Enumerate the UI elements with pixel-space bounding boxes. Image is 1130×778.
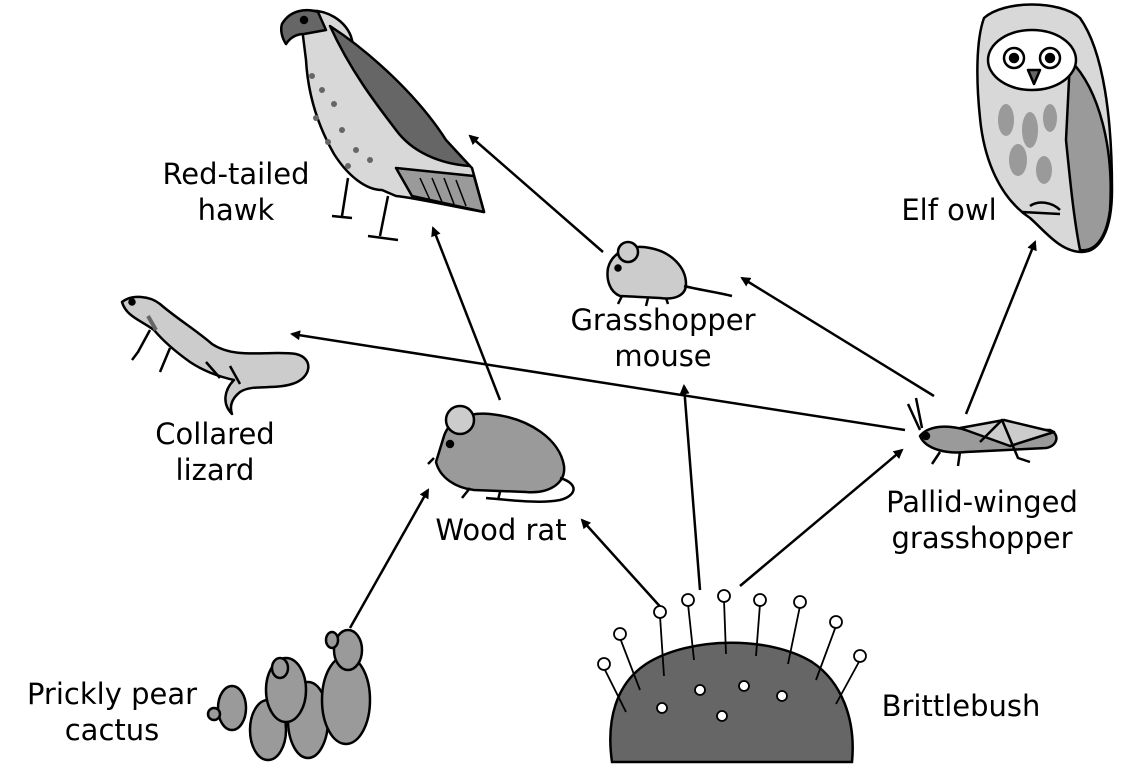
label-elf-owl: Elf owl bbox=[884, 192, 1014, 228]
label-pallid-winged-grasshopper-line2: grasshopper bbox=[891, 521, 1073, 555]
label-wood-rat: Wood rat bbox=[418, 512, 584, 548]
red-tailed-hawk-illustration bbox=[279, 8, 486, 242]
label-red-tailed-hawk: Red-tailed hawk bbox=[138, 156, 334, 228]
arrow-brittlebush-to-mouse bbox=[679, 384, 702, 591]
prickly-pear-cactus-illustration bbox=[206, 628, 372, 762]
grasshopper-mouse-illustration bbox=[606, 240, 733, 307]
label-elf-owl-line1: Elf owl bbox=[901, 193, 997, 227]
arrow-brittlebush-to-grasshopper bbox=[739, 448, 904, 587]
label-grasshopper-mouse-line1: Grasshopper bbox=[570, 303, 756, 337]
label-brittlebush-line1: Brittlebush bbox=[881, 689, 1041, 723]
arrow-cactus-to-woodrat bbox=[348, 488, 430, 629]
label-red-tailed-hawk-line2: hawk bbox=[197, 193, 275, 227]
label-collared-lizard-line2: lizard bbox=[175, 453, 255, 487]
label-collared-lizard: Collared lizard bbox=[130, 416, 300, 488]
label-prickly-pear-cactus-line1: Prickly pear bbox=[26, 677, 198, 711]
label-pallid-winged-grasshopper: Pallid-winged grasshopper bbox=[866, 484, 1098, 556]
arrow-grasshopper-to-mouse bbox=[740, 276, 935, 398]
label-prickly-pear-cactus: Prickly pear cactus bbox=[12, 676, 212, 748]
collared-lizard-illustration bbox=[120, 295, 310, 416]
label-grasshopper-mouse-line2: mouse bbox=[614, 339, 712, 373]
elf-owl-illustration bbox=[976, 3, 1114, 254]
label-brittlebush: Brittlebush bbox=[866, 688, 1056, 724]
arrow-woodrat-to-hawk bbox=[431, 226, 502, 401]
label-prickly-pear-cactus-line2: cactus bbox=[64, 713, 160, 747]
pallid-winged-grasshopper-illustration bbox=[906, 397, 1058, 467]
arrow-brittlebush-to-woodrat bbox=[580, 518, 666, 613]
arrow-mouse-to-hawk bbox=[468, 134, 604, 253]
label-collared-lizard-line1: Collared bbox=[155, 417, 275, 451]
arrows bbox=[290, 134, 1037, 629]
label-pallid-winged-grasshopper-line1: Pallid-winged bbox=[886, 485, 1078, 519]
brittlebush-illustration bbox=[597, 589, 867, 764]
label-red-tailed-hawk-line1: Red-tailed bbox=[162, 157, 310, 191]
wood-rat-illustration bbox=[427, 404, 575, 503]
arrow-grasshopper-to-owl bbox=[964, 240, 1037, 415]
label-wood-rat-line1: Wood rat bbox=[435, 513, 567, 547]
arrow-grasshopper-to-lizard bbox=[290, 330, 906, 432]
label-grasshopper-mouse: Grasshopper mouse bbox=[548, 302, 778, 374]
